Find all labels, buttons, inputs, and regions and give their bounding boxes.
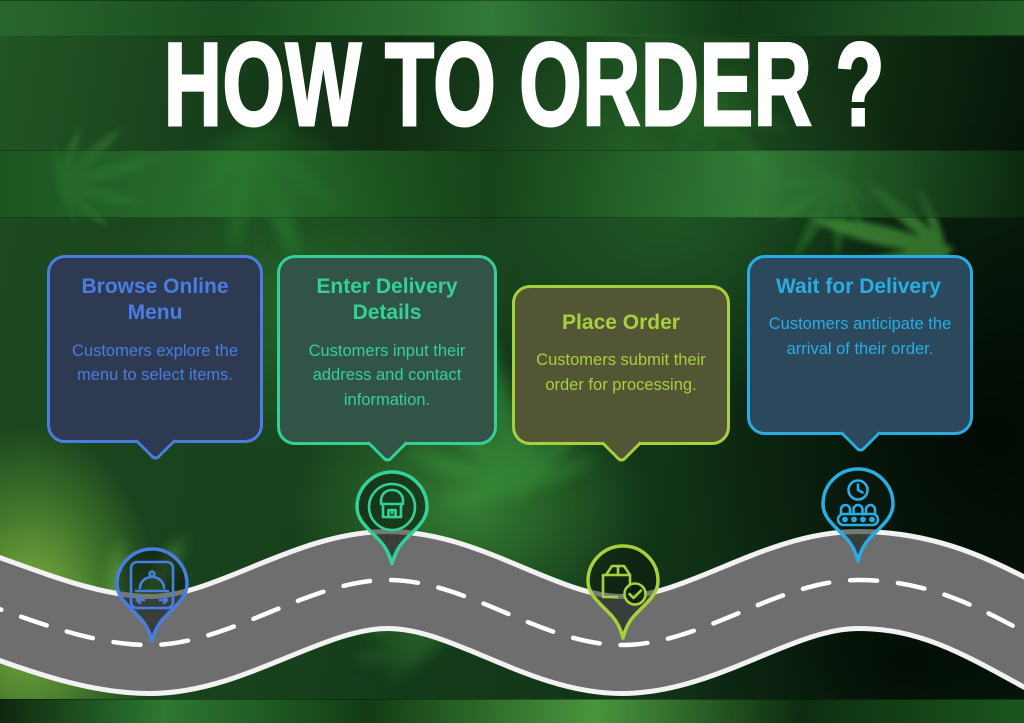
step-card-wait-delivery: Wait for Delivery Customers anticipate t… xyxy=(747,255,973,435)
foliage-strip-middle xyxy=(0,150,1024,218)
step-card-description: Customers input their address and contac… xyxy=(308,341,466,410)
cloche-menu-icon xyxy=(115,547,189,643)
title-backdrop-band xyxy=(0,35,1024,150)
package-check-icon xyxy=(586,544,660,640)
delivery-address-icon xyxy=(355,470,429,566)
step-card-description: Customers submit their order for process… xyxy=(536,351,706,394)
step-card-title: Wait for Delivery xyxy=(776,275,941,298)
page-title: HOW TO ORDER ? xyxy=(163,19,886,151)
map-pin-wait-delivery xyxy=(813,463,903,573)
conveyor-clock-icon xyxy=(821,467,895,563)
step-card-title: Place Order xyxy=(562,311,680,334)
step-card-description: Customers explore the menu to select ite… xyxy=(72,341,238,385)
step-card-description: Customers anticipate the arrival of thei… xyxy=(768,315,952,358)
map-pin-place-order xyxy=(578,540,668,650)
step-card-place-order: Place Order Customers submit their order… xyxy=(512,285,730,445)
step-card-title: Browse Online Menu xyxy=(81,275,229,325)
map-pin-delivery-details xyxy=(347,466,437,576)
step-card-browse-menu: Browse Online Menu Customers explore the… xyxy=(47,255,263,443)
foliage-strip-bottom xyxy=(0,699,1024,723)
step-card-delivery-details: Enter Delivery Details Customers input t… xyxy=(277,255,497,445)
step-card-title: Enter Delivery Details xyxy=(316,275,458,325)
map-pin-browse-menu xyxy=(107,543,197,653)
foliage-strip-top xyxy=(0,0,1024,37)
